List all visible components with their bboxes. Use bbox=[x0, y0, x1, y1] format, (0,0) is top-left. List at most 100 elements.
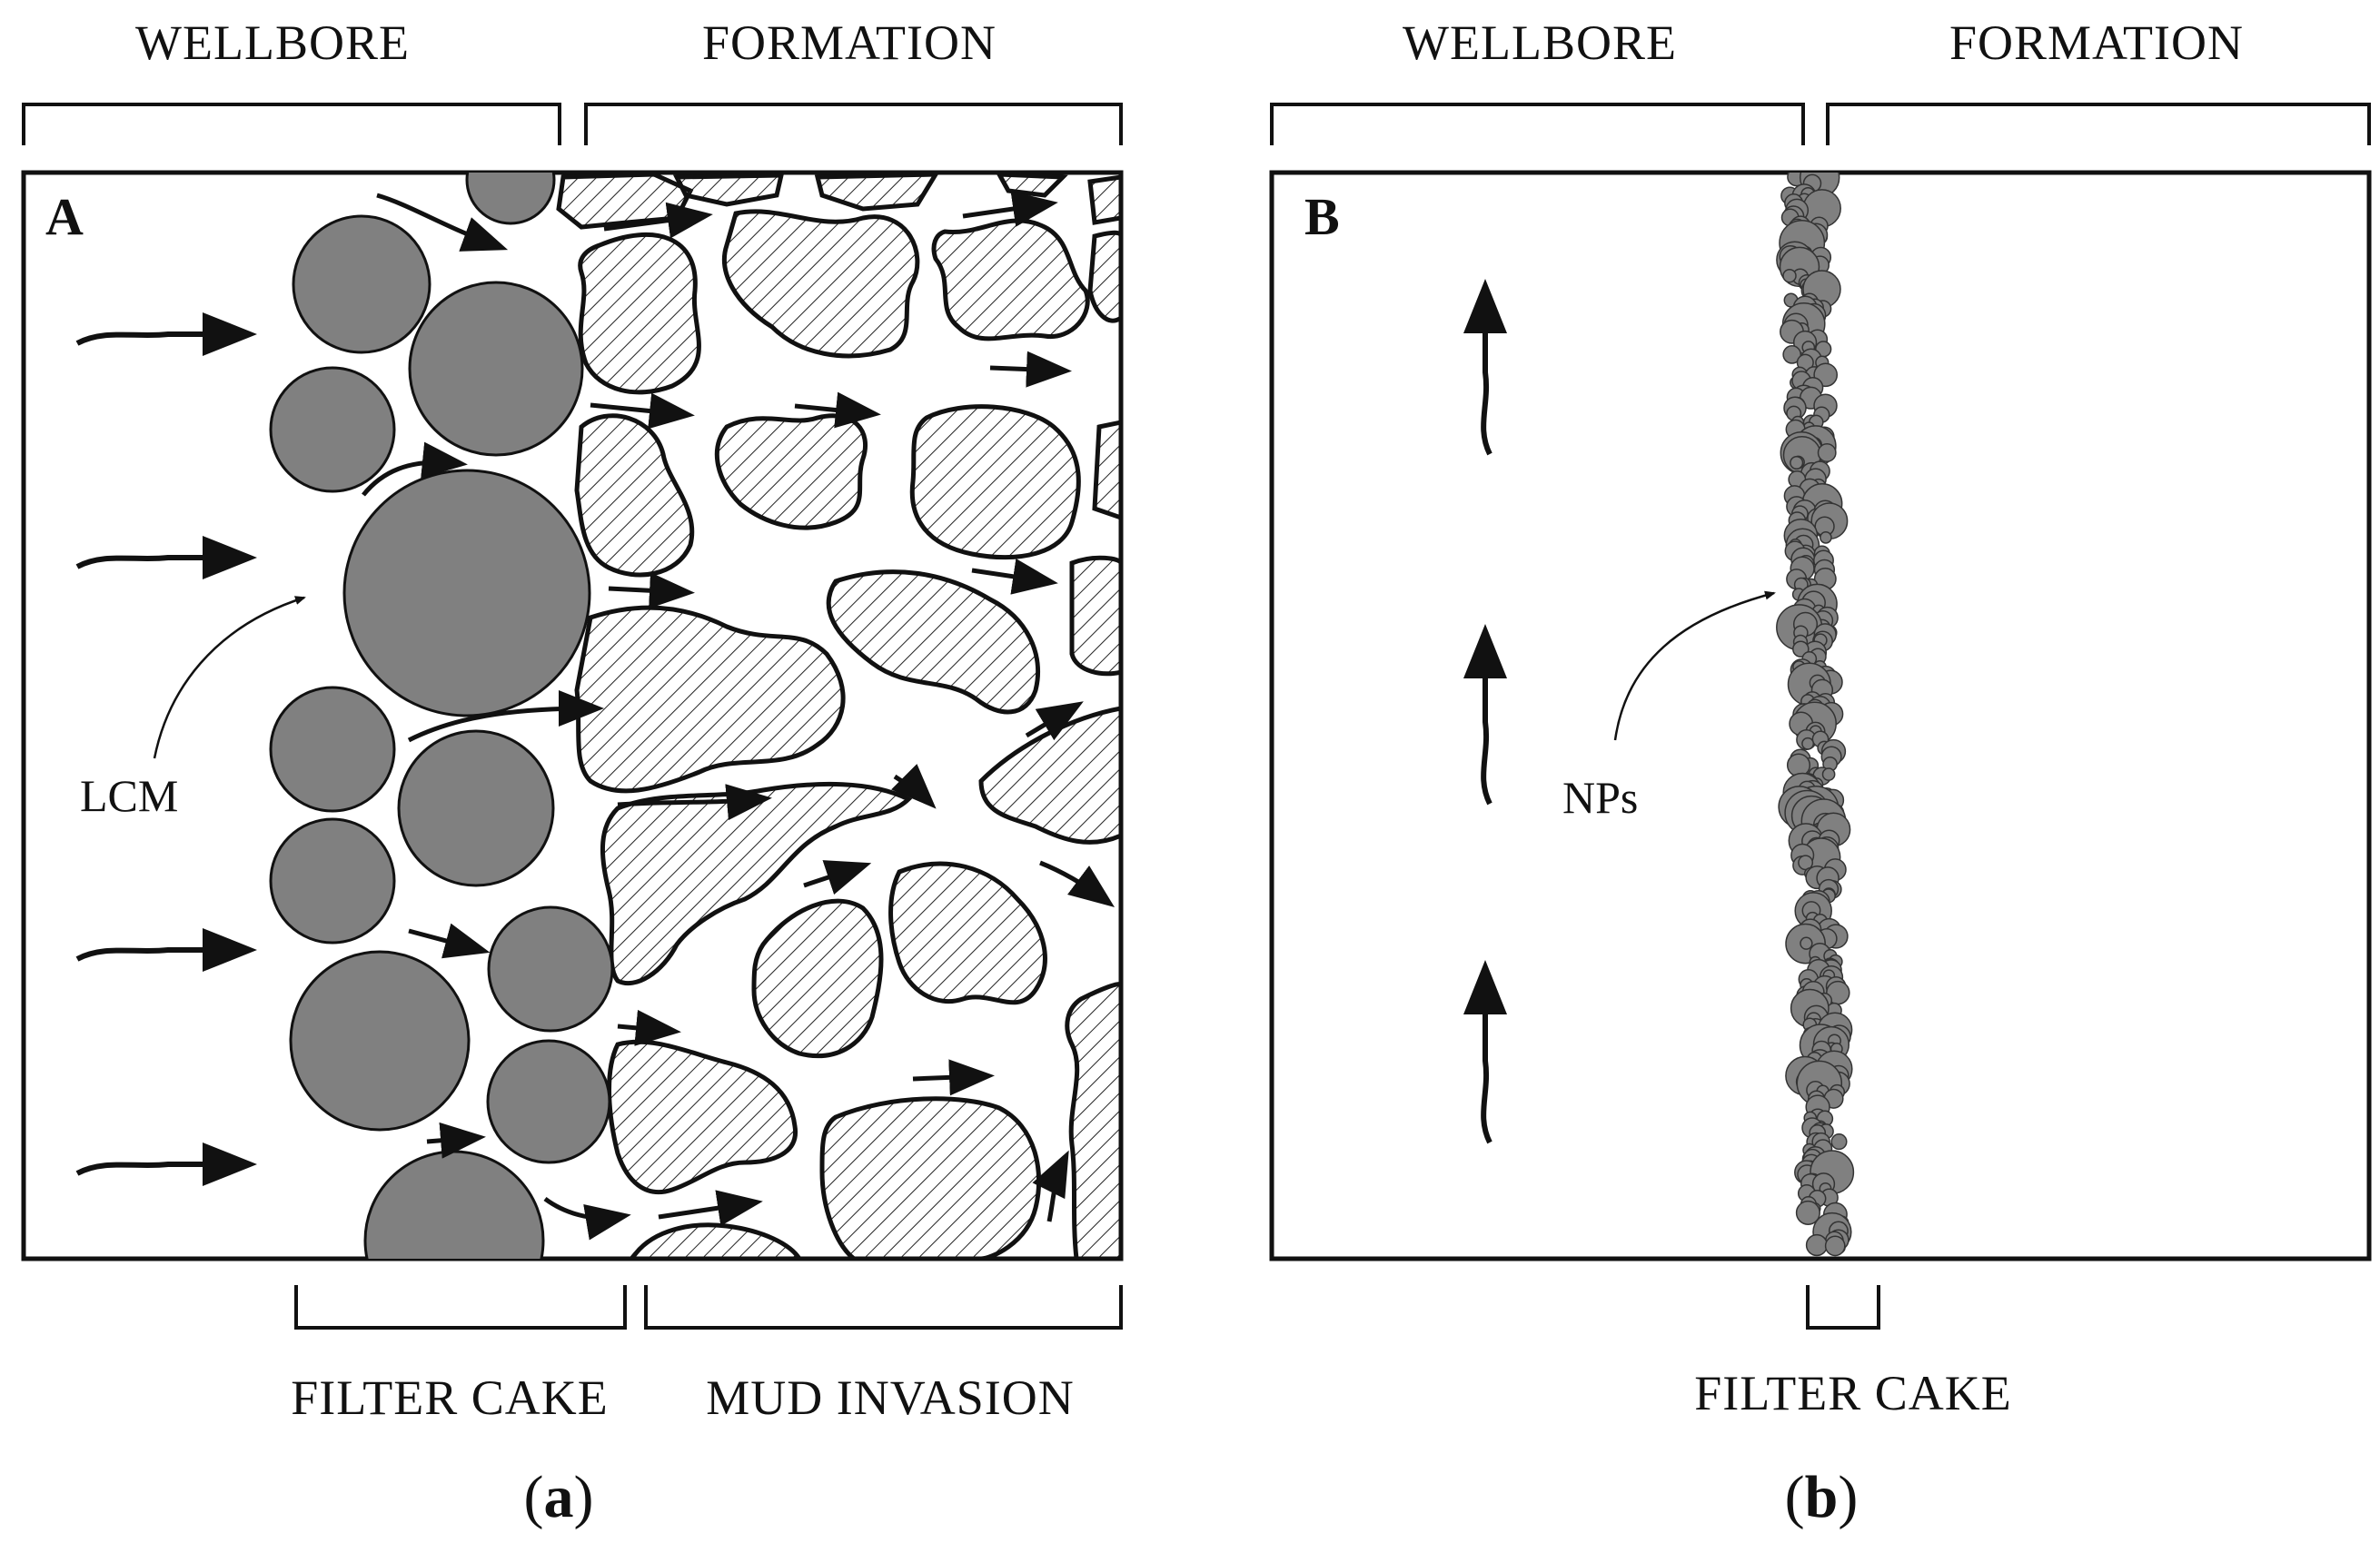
invasion-arrow bbox=[603, 202, 713, 239]
nanoparticle bbox=[1790, 455, 1804, 470]
panel-b-nanoparticle-layer bbox=[1776, 173, 1855, 1257]
panel-b-nps-label: NPs bbox=[1562, 772, 1638, 823]
grain bbox=[819, 1096, 1042, 1259]
invasion-arrow bbox=[989, 351, 1072, 388]
nanoparticle bbox=[1820, 531, 1832, 544]
grain bbox=[888, 861, 1047, 1005]
grain bbox=[574, 413, 695, 578]
invasion-arrow bbox=[426, 1122, 486, 1159]
nanoparticle bbox=[1782, 345, 1802, 364]
grain bbox=[628, 1222, 802, 1259]
nanoparticle bbox=[1801, 737, 1815, 750]
lcm-particle bbox=[342, 469, 591, 717]
panel-a-filtercake-label: FILTER CAKE bbox=[291, 1370, 609, 1425]
grain bbox=[1065, 982, 1121, 1259]
lcm-particle bbox=[486, 1039, 611, 1164]
panel-a-formation-label: FORMATION bbox=[702, 15, 997, 70]
invasion-arrow bbox=[803, 860, 872, 895]
flow-arrow bbox=[75, 536, 257, 579]
grain bbox=[751, 898, 884, 1059]
panel-a-lcm-particles bbox=[269, 173, 614, 1259]
panel-b-formation-label: FORMATION bbox=[1949, 15, 2244, 70]
panel-a-lcm-label: LCM bbox=[80, 770, 178, 821]
grain bbox=[909, 404, 1081, 560]
flow-arrow bbox=[1463, 960, 1507, 1144]
nanoparticle bbox=[1795, 1200, 1820, 1225]
panel-b-wellbore-bracket bbox=[1270, 103, 1805, 145]
panel-b-formation-bracket bbox=[1826, 103, 2371, 145]
flow-arrow bbox=[75, 928, 257, 972]
grain bbox=[1092, 420, 1121, 520]
nanoparticle bbox=[1786, 753, 1811, 777]
grain bbox=[672, 173, 785, 207]
invasion-arrow bbox=[971, 559, 1058, 595]
nanoparticle bbox=[1817, 443, 1837, 462]
panel-a: WELLBORE FORMATION bbox=[21, 15, 1124, 1530]
lcm-particle bbox=[363, 1150, 545, 1259]
grain bbox=[714, 413, 868, 530]
nanoparticle bbox=[1821, 767, 1836, 781]
lcm-particle bbox=[487, 905, 614, 1033]
invasion-arrow bbox=[608, 572, 695, 609]
grain bbox=[607, 1039, 798, 1195]
panel-a-invasion-arrows bbox=[362, 191, 1116, 1241]
lcm-particle bbox=[292, 214, 431, 354]
invasion-arrow bbox=[617, 1009, 681, 1046]
panel-a-filtercake-bracket bbox=[294, 1285, 627, 1330]
panel-a-caption-letter: a bbox=[544, 1464, 574, 1530]
grain bbox=[574, 605, 846, 794]
panel-a-wellbore-label: WELLBORE bbox=[135, 15, 410, 70]
grain bbox=[826, 569, 1041, 715]
flow-arrow bbox=[1463, 279, 1507, 456]
flow-arrow bbox=[1463, 624, 1507, 806]
invasion-arrow bbox=[407, 690, 604, 743]
lcm-particle bbox=[269, 817, 396, 945]
grain bbox=[721, 209, 920, 359]
panel-b-caption-letter: b bbox=[1805, 1464, 1839, 1530]
invasion-arrow bbox=[408, 923, 491, 959]
panel-b-caption-open: ( bbox=[1785, 1464, 1805, 1530]
panel-a-mudinvasion-label: MUD INVASION bbox=[706, 1370, 1075, 1425]
invasion-arrow bbox=[658, 1190, 763, 1226]
panel-a-lcm-pointer bbox=[153, 596, 306, 759]
panel-a-caption-close: ) bbox=[574, 1464, 594, 1530]
lcm-particle bbox=[465, 173, 556, 225]
panel-a-wellbore-arrows bbox=[75, 312, 257, 1186]
lcm-particle bbox=[397, 729, 555, 887]
panel-b-wellbore-label: WELLBORE bbox=[1403, 15, 1677, 70]
grain bbox=[814, 173, 940, 212]
panel-b-letter: B bbox=[1304, 187, 1340, 246]
lcm-particle bbox=[289, 950, 471, 1132]
lcm-particle bbox=[408, 281, 584, 457]
panel-a-formation-bracket bbox=[584, 103, 1123, 145]
invasion-arrow bbox=[1032, 1150, 1069, 1222]
nanoparticle bbox=[1782, 268, 1797, 283]
invasion-arrow bbox=[1039, 860, 1116, 907]
grain bbox=[1087, 230, 1121, 323]
nanoparticle bbox=[1805, 1233, 1829, 1257]
grain bbox=[600, 781, 913, 986]
invasion-arrow bbox=[376, 193, 509, 252]
panel-a-caption: (a) bbox=[524, 1464, 594, 1530]
panel-b-nps-pointer bbox=[1613, 590, 1776, 741]
nanoparticle bbox=[1800, 936, 1813, 950]
panel-b: WELLBORE FORMATION bbox=[1269, 15, 2372, 1530]
flow-arrow bbox=[75, 312, 257, 356]
invasion-arrow bbox=[362, 441, 468, 497]
panel-a-caption-open: ( bbox=[524, 1464, 544, 1530]
grain bbox=[1069, 555, 1121, 677]
invasion-arrow bbox=[891, 764, 937, 809]
panel-a-mudinvasion-bracket bbox=[644, 1285, 1123, 1330]
nanoparticle bbox=[1830, 1133, 1848, 1151]
grain bbox=[578, 232, 701, 395]
panel-b-wellbore-arrows bbox=[1463, 279, 1507, 1144]
lcm-particle bbox=[269, 686, 396, 813]
panel-b-filtercake-label: FILTER CAKE bbox=[1694, 1366, 2012, 1420]
panel-b-caption: (b) bbox=[1785, 1464, 1859, 1530]
invasion-arrow bbox=[912, 1059, 995, 1096]
lcm-particle bbox=[269, 366, 396, 493]
panel-b-filtercake-bracket bbox=[1806, 1285, 1880, 1330]
panel-a-wellbore-bracket bbox=[22, 103, 561, 145]
nanoparticle bbox=[1824, 1235, 1846, 1257]
